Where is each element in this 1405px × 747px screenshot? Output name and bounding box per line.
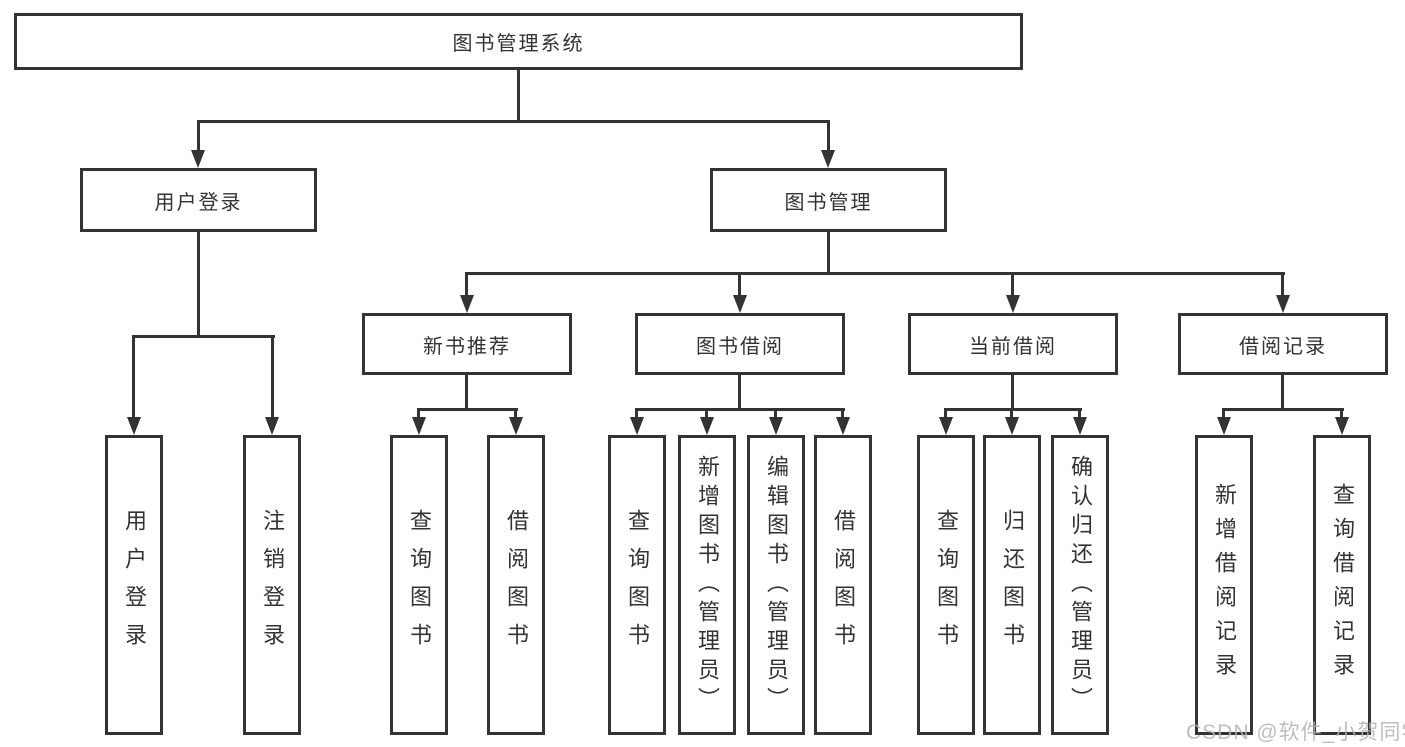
node-user-login: 用户登录: [80, 168, 317, 232]
leaf-query-books-current: 查询图书: [917, 435, 975, 735]
arrow-down-icon: [265, 417, 279, 435]
leaf-query-borrow-record: 查询借阅记录: [1313, 435, 1371, 735]
node-borrow-records: 借阅记录: [1178, 313, 1388, 375]
connector-drop-leaf: [132, 335, 135, 419]
leaf-label: 借阅图书: [831, 509, 856, 661]
arrow-down-icon: [700, 417, 714, 435]
connector-drop-new-book: [465, 272, 468, 298]
watermark: CSDN @软件_小贺同学: [1186, 721, 1405, 744]
node-borrow-records-label: 借阅记录: [1239, 335, 1327, 358]
connector-level2-branch: [197, 120, 830, 123]
leaf-return-books: 归还图书: [983, 435, 1041, 735]
arrow-down-icon: [1335, 417, 1349, 435]
node-user-login-label: 用户登录: [154, 191, 243, 214]
connector-drop-leaf: [705, 408, 708, 420]
arrow-down-icon: [733, 295, 747, 313]
arrow-down-icon: [412, 417, 426, 435]
arrow-down-icon: [1006, 295, 1020, 313]
leaf-label: 用户登录: [122, 509, 147, 661]
node-book-borrow-label: 图书借阅: [696, 335, 784, 358]
connector-book-borrow-branch: [635, 408, 845, 411]
connector-drop-leaf: [841, 408, 844, 420]
leaf-label: 新增图书（管理员）: [695, 454, 720, 716]
connector-current-borrow-branch: [944, 408, 1082, 411]
leaf-add-books-admin: 新增图书（管理员）: [678, 435, 736, 735]
connector-drop-leaf: [774, 408, 777, 420]
arrow-down-icon: [460, 295, 474, 313]
connector-drop-leaf: [944, 408, 947, 420]
leaf-label: 归还图书: [1000, 509, 1025, 661]
arrow-down-icon: [1005, 417, 1019, 435]
connector-root-trunk: [517, 70, 520, 123]
connector-book-management-stub: [827, 232, 830, 275]
leaf-label: 注销登录: [260, 509, 285, 661]
leaf-label: 查询图书: [625, 509, 650, 661]
leaf-edit-books-admin: 编辑图书（管理员）: [747, 435, 805, 735]
connector-user-login-branch: [132, 335, 275, 338]
leaf-label: 查询图书: [407, 509, 432, 661]
arrow-down-icon: [127, 417, 141, 435]
arrow-down-icon: [630, 417, 644, 435]
leaf-query-books-borrow: 查询图书: [608, 435, 666, 735]
arrow-down-icon: [821, 150, 835, 168]
connector-drop-book-management: [827, 120, 830, 152]
connector-drop-leaf: [514, 408, 517, 420]
connector-drop-leaf: [635, 408, 638, 420]
connector-drop-leaf: [1010, 408, 1013, 420]
connector-current-borrow-stub: [1011, 375, 1014, 411]
leaf-confirm-return-admin: 确认归还（管理员）: [1051, 435, 1109, 735]
node-book-borrow: 图书借阅: [635, 313, 845, 375]
arrow-down-icon: [191, 150, 205, 168]
connector-drop-leaf: [1340, 408, 1343, 420]
connector-book-borrow-stub: [738, 375, 741, 411]
arrow-down-icon: [1276, 295, 1290, 313]
node-new-book-recommend-label: 新书推荐: [423, 335, 511, 358]
connector-borrow-records-branch: [1222, 408, 1344, 411]
connector-borrow-records-stub: [1281, 375, 1284, 411]
arrow-down-icon: [1073, 417, 1087, 435]
leaf-label: 查询图书: [934, 509, 959, 661]
arrow-down-icon: [939, 417, 953, 435]
connector-drop-borrow-records: [1281, 272, 1284, 298]
leaf-add-borrow-record: 新增借阅记录: [1195, 435, 1253, 735]
connector-new-book-stub: [465, 375, 468, 411]
connector-drop-user-login: [197, 120, 200, 152]
arrow-down-icon: [509, 417, 523, 435]
connector-user-login-stub: [197, 232, 200, 338]
leaf-user-login: 用户登录: [105, 435, 163, 735]
leaf-label: 新增借阅记录: [1212, 483, 1237, 687]
leaf-label: 确认归还（管理员）: [1068, 454, 1093, 716]
node-current-borrow-label: 当前借阅: [969, 335, 1057, 358]
node-root: 图书管理系统: [14, 13, 1023, 70]
leaf-label: 借阅图书: [504, 509, 529, 661]
leaf-borrow-books-recommend: 借阅图书: [487, 435, 545, 735]
connector-drop-leaf: [417, 408, 420, 420]
node-new-book-recommend: 新书推荐: [362, 313, 572, 375]
connector-drop-current-borrow: [1011, 272, 1014, 298]
node-current-borrow: 当前借阅: [908, 313, 1118, 375]
leaf-label: 查询借阅记录: [1330, 483, 1355, 687]
arrow-down-icon: [769, 417, 783, 435]
connector-level3-branch: [465, 272, 1285, 275]
connector-drop-leaf: [271, 335, 274, 419]
node-root-label: 图书管理系统: [452, 33, 585, 55]
connector-drop-leaf: [1078, 408, 1081, 420]
leaf-label: 编辑图书（管理员）: [764, 454, 789, 716]
arrow-down-icon: [1217, 417, 1231, 435]
node-book-management: 图书管理: [710, 168, 947, 232]
connector-drop-book-borrow: [738, 272, 741, 298]
connector-drop-leaf: [1222, 408, 1225, 420]
node-book-management-label: 图书管理: [784, 191, 873, 214]
leaf-borrow-books: 借阅图书: [814, 435, 872, 735]
leaf-logout-login: 注销登录: [243, 435, 301, 735]
leaf-query-books-recommend: 查询图书: [390, 435, 448, 735]
connector-new-book-branch: [417, 408, 518, 411]
arrow-down-icon: [836, 417, 850, 435]
